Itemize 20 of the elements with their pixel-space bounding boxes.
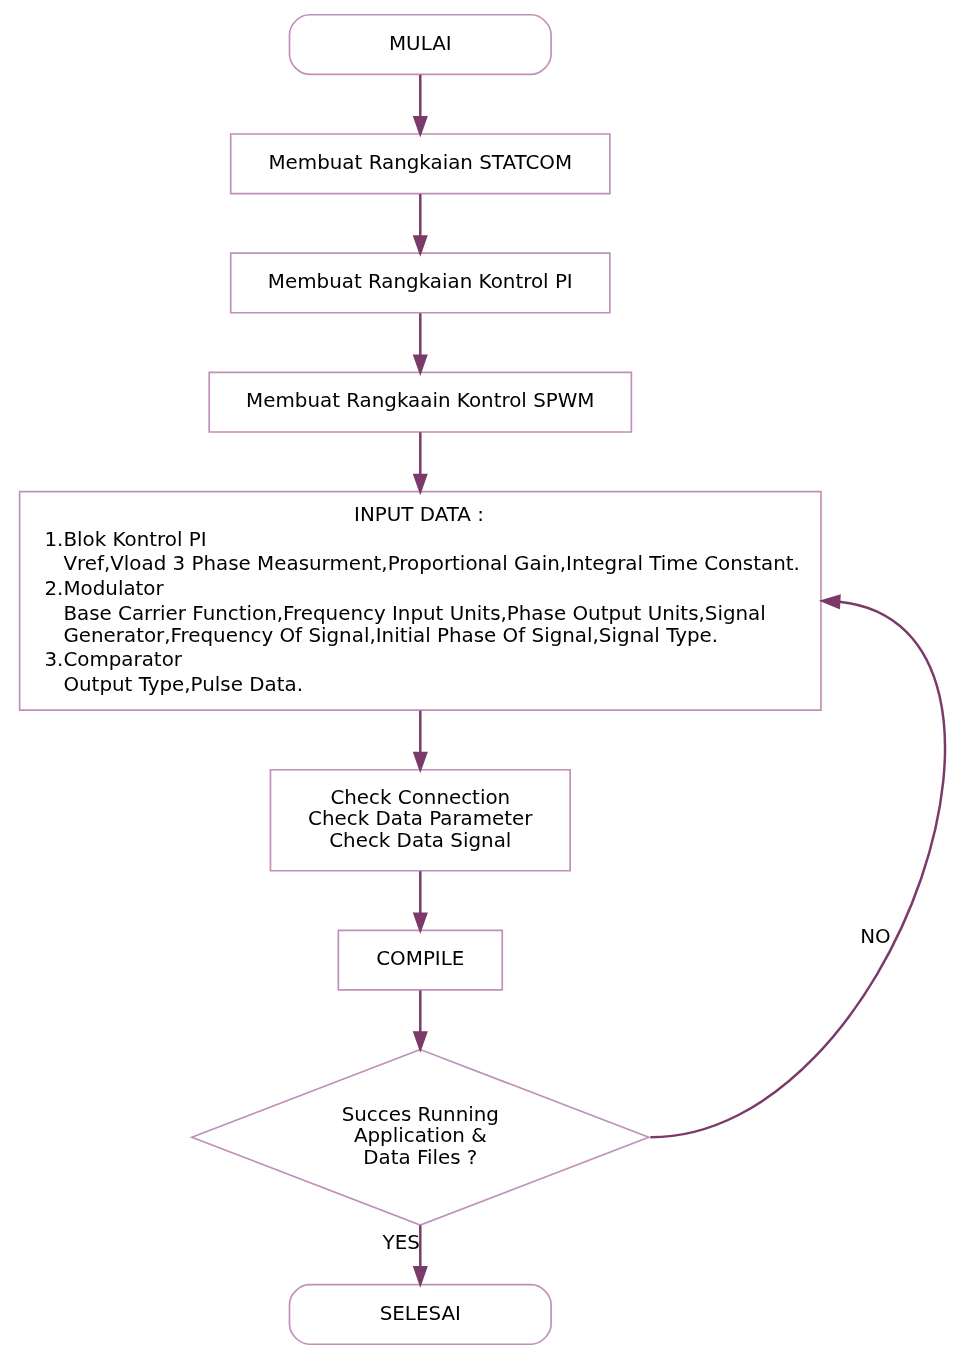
edge-label: NO xyxy=(860,925,891,949)
arrow xyxy=(412,990,428,1053)
edge-label: YES xyxy=(382,1230,420,1254)
node-box: MULAI xyxy=(288,13,552,76)
node-box: SELESAI xyxy=(288,1283,552,1346)
arrow xyxy=(412,313,428,376)
arrow xyxy=(412,194,428,257)
node-box: Membuat Rangkaain Kontrol SPWM xyxy=(208,371,633,433)
node-box: Membuat Rangkaian Kontrol PI xyxy=(229,252,611,314)
node-box: INPUT DATA : 1.Blok Kontrol PI Vref,Vload 3 Phase Measurment,Proportional Gain,Integral Time Constant. 2.Modulator Base Carrier Function,Frequency Input Units,Phase Output Units,Signal Generator,Frequency Of Signal,Initial Phase Of Signal,Signal Type. 3.Comparator Output Type,Pulse Data. xyxy=(18,490,822,711)
node-box: COMPILE xyxy=(337,929,504,991)
arrow xyxy=(412,1225,428,1288)
node-box: Membuat Rangkaian STATCOM xyxy=(229,133,611,195)
arrow xyxy=(650,594,946,1139)
node-box: Check Connection Check Data Parameter Check Data Signal xyxy=(269,768,571,872)
arrow xyxy=(412,710,428,774)
arrow xyxy=(412,871,428,935)
node-diamond: Succes Running Application & Data Files ? xyxy=(189,1048,652,1226)
arrow xyxy=(412,432,428,496)
arrow xyxy=(412,74,428,138)
